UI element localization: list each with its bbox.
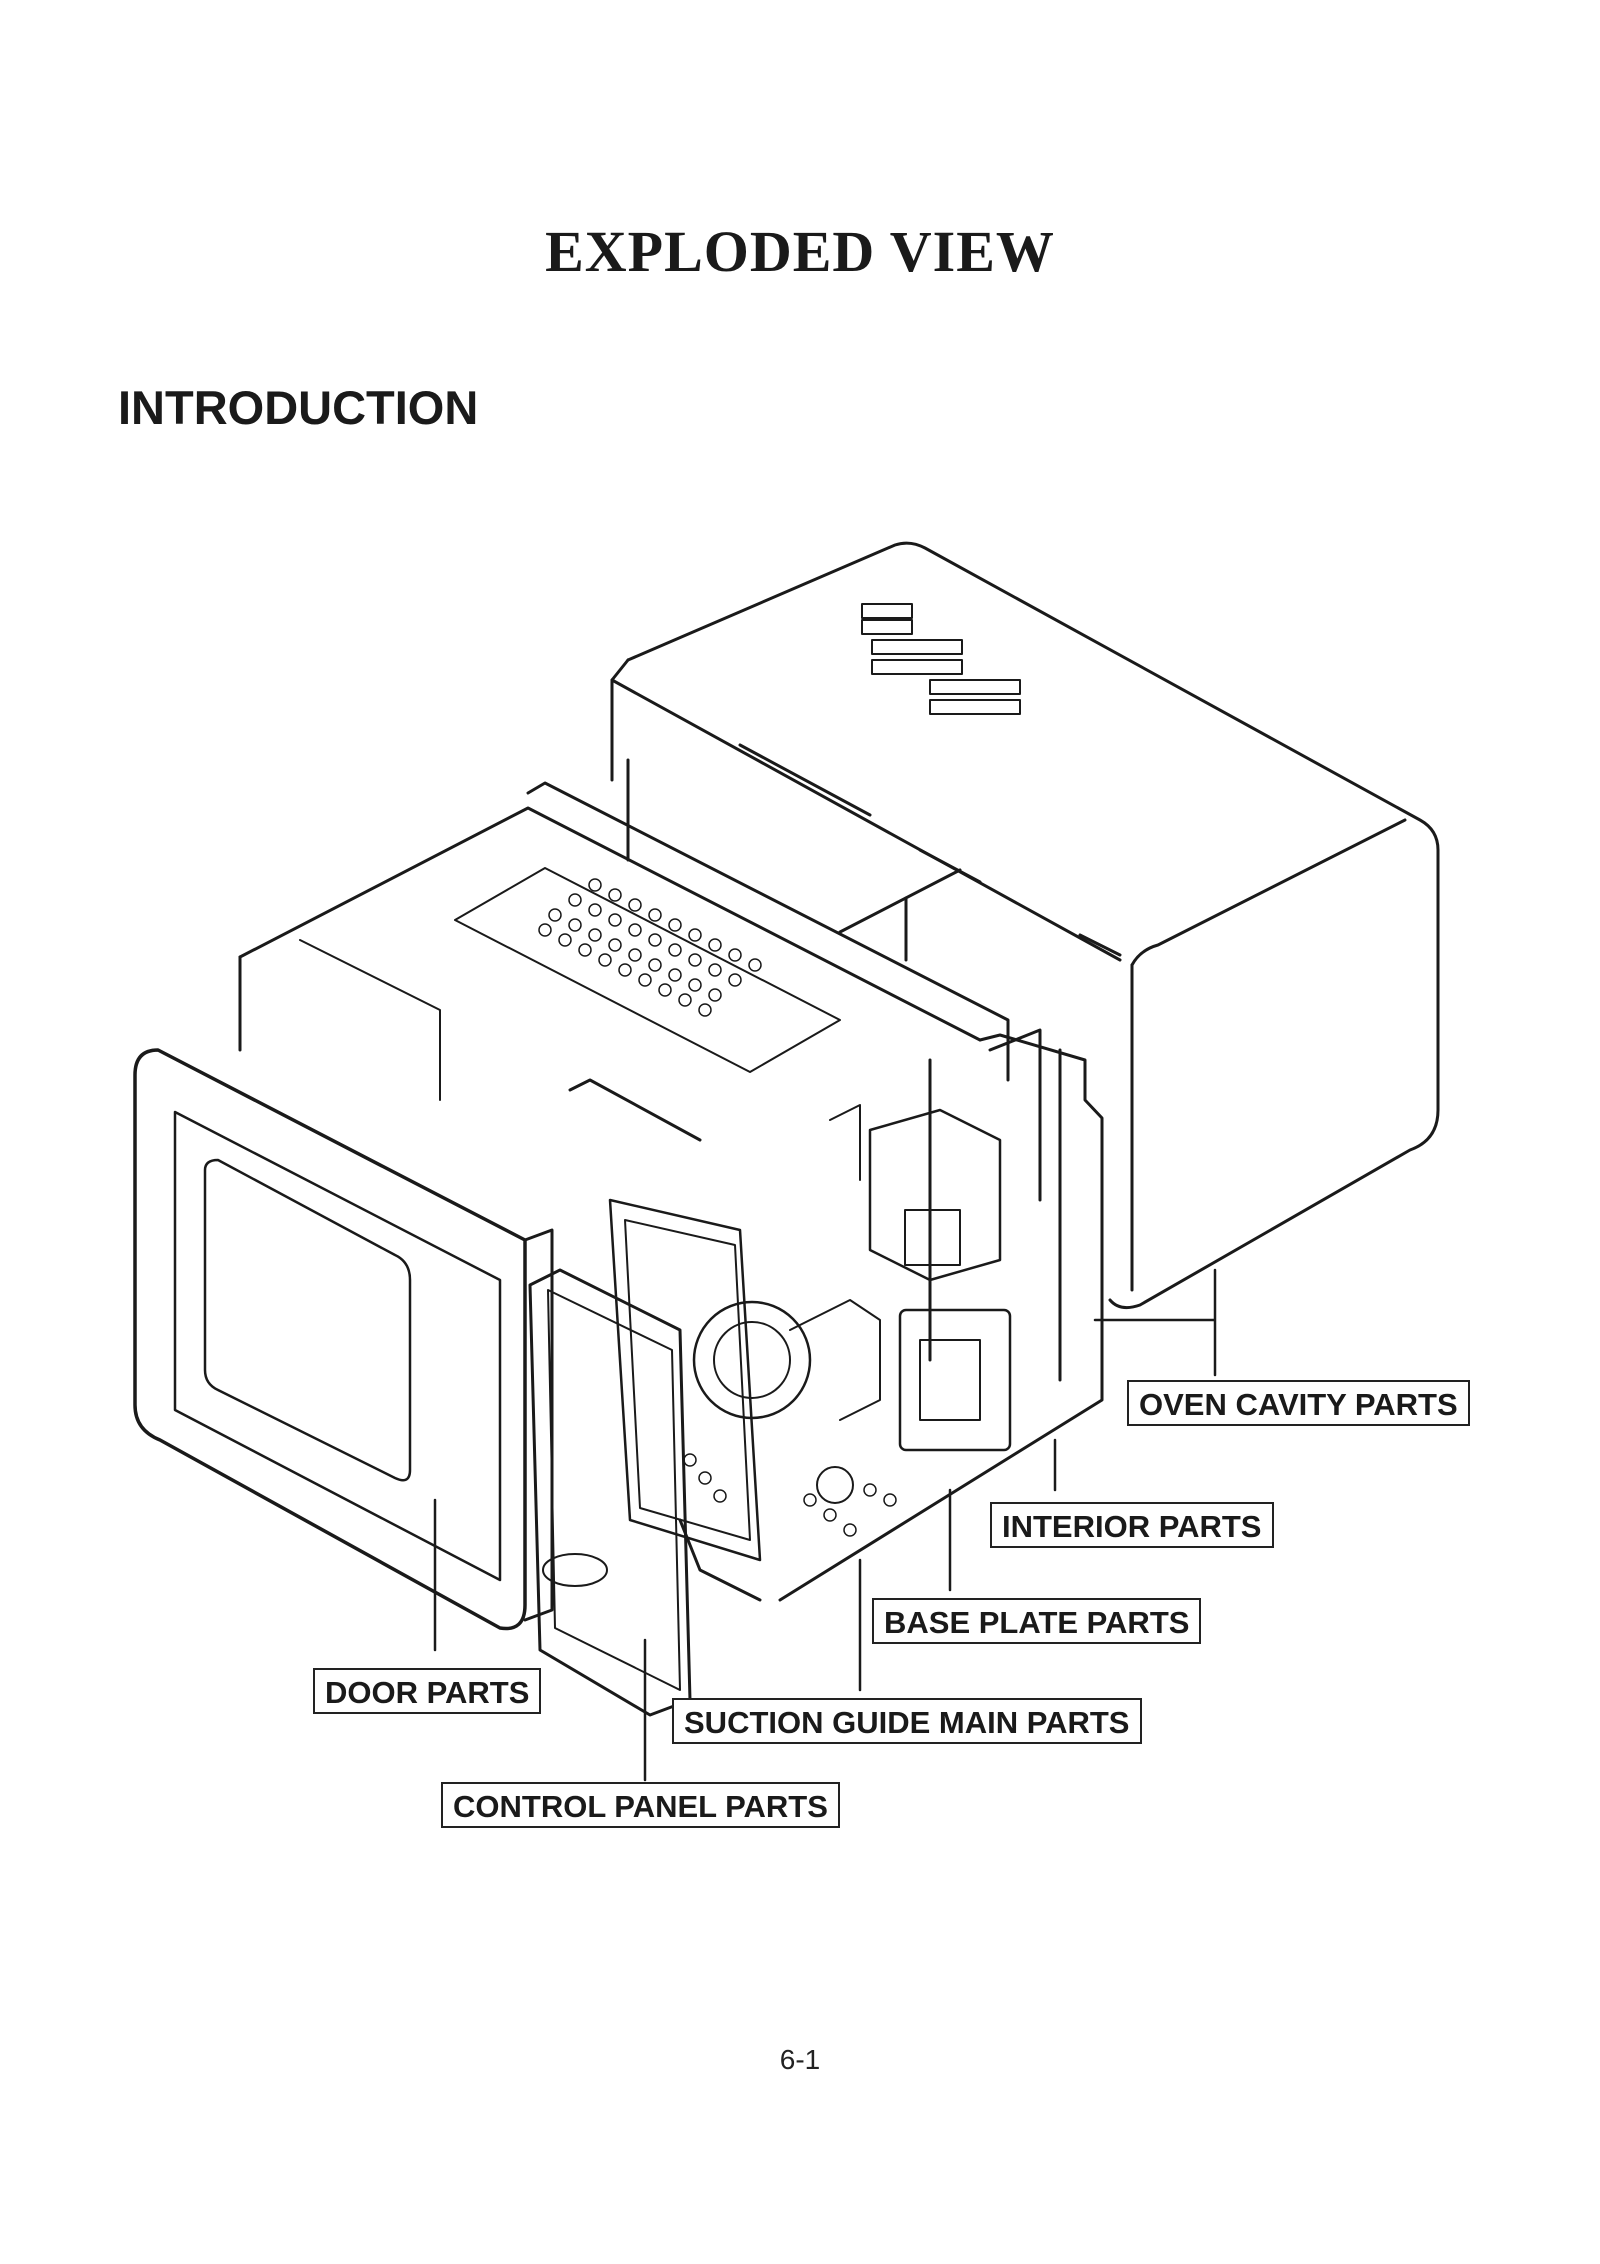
outer-cabinet [610,541,1440,1310]
callout-oven-cavity-parts: OVEN CAVITY PARTS [1127,1380,1470,1426]
top-perforated-panel [454,867,841,1073]
leader-oven-cavity [1093,1268,1217,1377]
callout-base-plate-parts: BASE PLATE PARTS [872,1598,1202,1644]
callout-suction-guide-main-parts: SUCTION GUIDE MAIN PARTS [672,1698,1142,1744]
section-heading: INTRODUCTION [118,381,479,434]
transformer-icon [898,1308,1012,1452]
callout-control-panel-parts: CONTROL PANEL PARTS [441,1782,840,1828]
leader-lines [433,1268,1217,1782]
control-panel [528,1268,692,1717]
callout-door-parts: DOOR PARTS [313,1668,542,1714]
fan-icon [692,1300,812,1420]
inner-chassis [238,781,1104,1602]
base-plate-holes [683,1453,897,1537]
page-title: EXPLODED VIEW [545,219,1055,284]
top-vent-holes [538,878,762,1017]
control-knob-icon [542,1553,608,1587]
page-number: 6-1 [779,2044,821,2075]
callout-interior-parts: INTERIOR PARTS [990,1502,1274,1548]
cabinet-vent-slots [861,603,1021,715]
door [133,1048,554,1631]
